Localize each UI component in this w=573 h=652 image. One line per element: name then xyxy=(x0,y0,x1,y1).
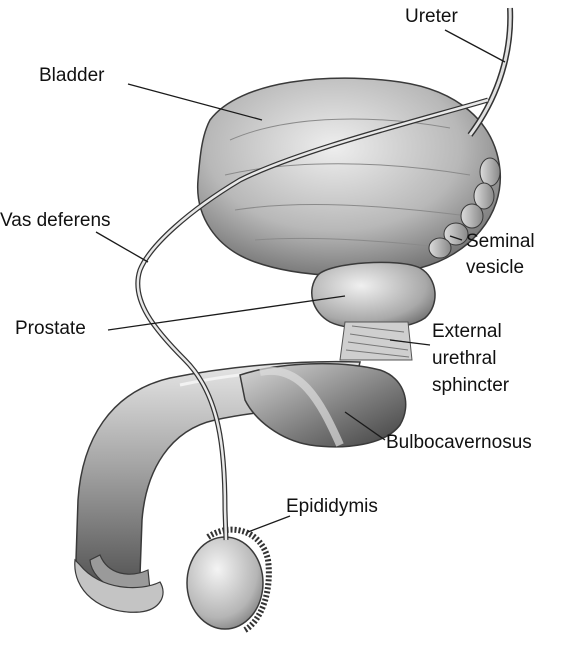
vas-deferens-leader-line xyxy=(96,232,148,262)
bulbocavernosus-label: Bulbocavernosus xyxy=(386,432,532,454)
vas-deferens-label: Vas deferens xyxy=(0,210,111,232)
sphincter-label-line3: sphincter xyxy=(432,375,509,397)
sphincter-label-line2: urethral xyxy=(432,348,496,370)
epididymis-label: Epididymis xyxy=(286,496,378,518)
prostate-label: Prostate xyxy=(15,318,86,340)
bladder-label: Bladder xyxy=(39,65,105,87)
bulbocavernosus-shape xyxy=(240,364,406,447)
epididymis-leader-line xyxy=(248,516,290,532)
ureter-leader-line xyxy=(445,30,505,62)
seminal-vesicle-label-line2: vesicle xyxy=(466,257,524,279)
ureter-shape xyxy=(470,8,510,135)
sphincter-label-line1: External xyxy=(432,321,502,343)
prostate-shape xyxy=(312,262,435,329)
testis-shape xyxy=(187,537,263,629)
ureter-label: Ureter xyxy=(405,6,458,28)
seminal-vesicle-label-line1: Seminal xyxy=(466,231,535,253)
